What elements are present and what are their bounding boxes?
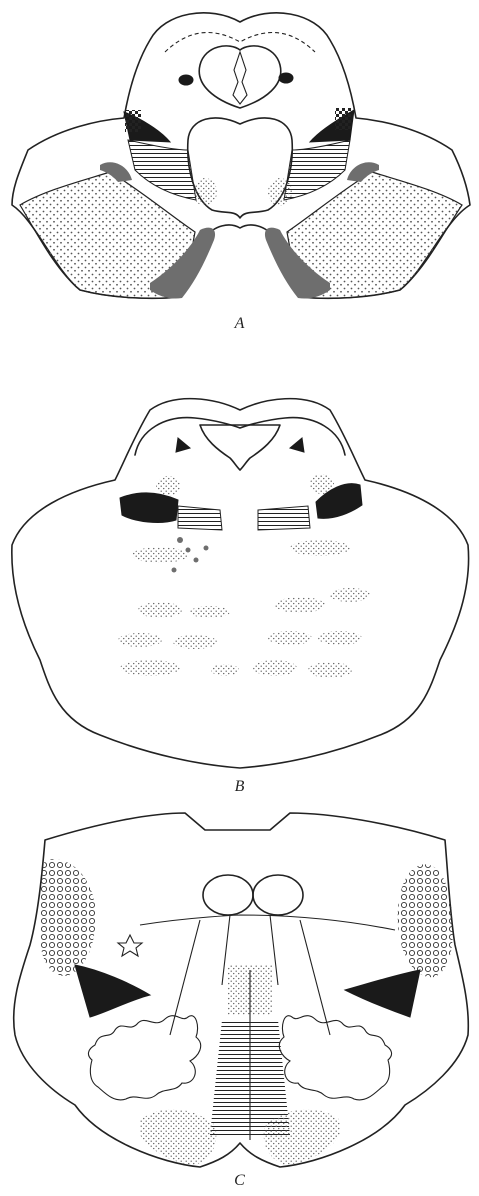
panel-c — [0, 805, 479, 1175]
panel-a-nucleus-right — [279, 73, 293, 83]
panel-c-drawing — [0, 805, 479, 1175]
panel-a-dots-right — [268, 178, 292, 206]
panel-b-label: B — [0, 778, 479, 796]
panel-c-horizontal-line — [140, 915, 395, 930]
panel-b-drawing — [0, 380, 479, 770]
panel-a-ventricle-slit — [233, 52, 247, 104]
panel-b-ventricle — [200, 425, 280, 470]
panel-c-olive-right — [279, 1016, 391, 1100]
panel-c-rings-right — [398, 864, 453, 977]
panel-c-rings-left — [39, 859, 95, 976]
panel-b-nucleus-left — [176, 438, 190, 452]
panel-b-inner-hood — [135, 418, 345, 455]
panel-a-label: A — [0, 315, 479, 333]
panel-b-hatch-right — [258, 506, 310, 530]
panel-c-black-right — [345, 970, 420, 1017]
panel-a-dots-left — [193, 178, 217, 206]
panel-b-hatch-left — [178, 506, 222, 530]
panel-b — [0, 380, 479, 770]
panel-a-drawing — [0, 0, 479, 310]
panel-c-right-oval — [253, 875, 303, 915]
panel-b-dots-left-upper — [156, 476, 180, 496]
panel-b-outline — [12, 399, 469, 768]
panel-a — [0, 0, 479, 340]
panel-c-left-oval — [203, 875, 253, 915]
panel-c-pyramid-left — [140, 1109, 216, 1165]
panel-a-checker-left — [125, 110, 141, 132]
panel-a-hatch-right — [284, 140, 350, 200]
panel-a-nucleus-left — [179, 75, 193, 85]
panel-c-label: C — [0, 1172, 479, 1190]
panel-b-black-left — [120, 493, 178, 523]
panel-c-olive-left — [88, 1016, 200, 1100]
panel-c-black-left — [75, 965, 150, 1017]
panel-c-star-marker — [118, 935, 142, 956]
panel-b-nucleus-right — [290, 438, 304, 452]
panel-b-stipple-field — [118, 540, 370, 678]
panel-a-checker-right — [335, 108, 351, 130]
panel-a-ventricle — [199, 46, 281, 108]
